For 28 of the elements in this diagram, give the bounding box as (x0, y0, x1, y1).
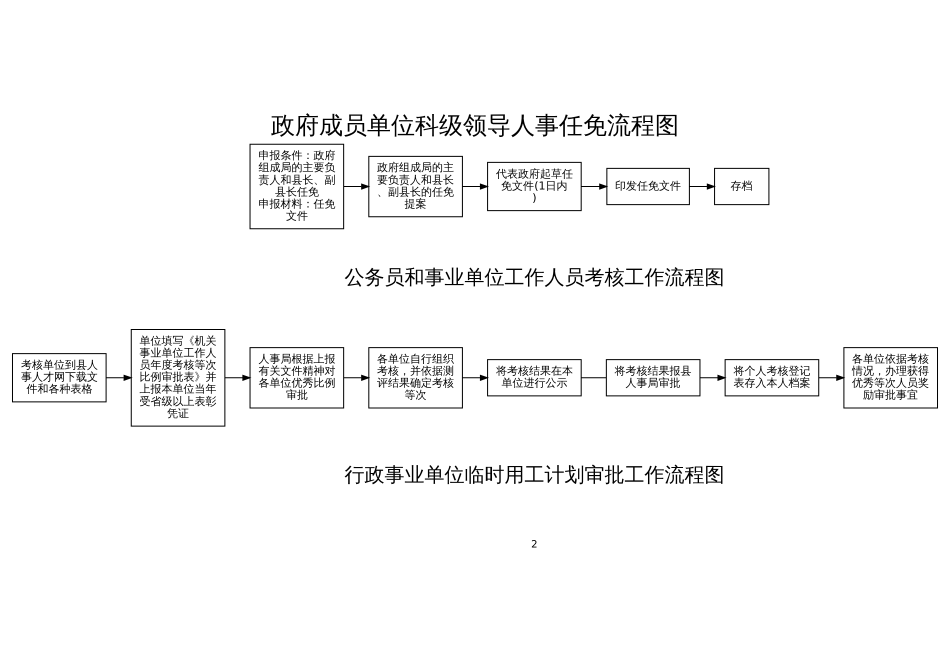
arrow (700, 374, 727, 380)
node-box: 人事局根据上报有关文件精神对各单位优秀比例审批 (250, 346, 344, 408)
arrow (462, 374, 489, 380)
arrow (106, 374, 133, 380)
node-box: 单位填写《机关事业单位工作人员年度考核等次比例审批表》并上报本单位当年受省级以上表彰凭证 (130, 328, 226, 426)
node-box: 印发任免文件 (606, 167, 690, 205)
node-box: 各单位自行组织考核，并依据测评结果确定考核等次 (368, 346, 463, 408)
node-box: 存档 (714, 167, 770, 205)
connector (581, 376, 606, 378)
arrow (224, 374, 252, 380)
node-box: 考核单位到县人事人才网下载文件和各种表格 (12, 352, 107, 402)
label: 行政事业单位临时用工计划审批工作流程图 (344, 462, 724, 486)
arrow (462, 182, 489, 190)
node-box: 将考核结果在本单位进行公示 (487, 358, 582, 396)
arrow (818, 374, 846, 380)
diagram-title: 政府成员单位科级领导人事任免流程图 (271, 110, 679, 139)
arrow (344, 374, 370, 380)
arrow (581, 182, 608, 190)
arrow (344, 182, 370, 190)
node-box: 各单位依据考核情况，办理获得优秀等次人员奖励审批事宜 (843, 346, 938, 408)
label: 2 (531, 538, 538, 550)
node-box: 政府组成局的主要负责人和县长、副县长的任免提案 (368, 155, 463, 217)
node-box: 将考核结果报县人事局审批 (606, 358, 700, 396)
arrow (689, 182, 716, 190)
node-box: 申报条件：政府组成局的主要负责人和县长、副县长任免 申报材料：任免文件 (250, 143, 344, 229)
label: 公务员和事业单位工作人员考核工作流程图 (344, 264, 724, 289)
node-box: 将个人考核登记表存入本人档案 (724, 358, 820, 396)
node-box: 代表政府起草任免文件(1日内) (487, 161, 582, 211)
